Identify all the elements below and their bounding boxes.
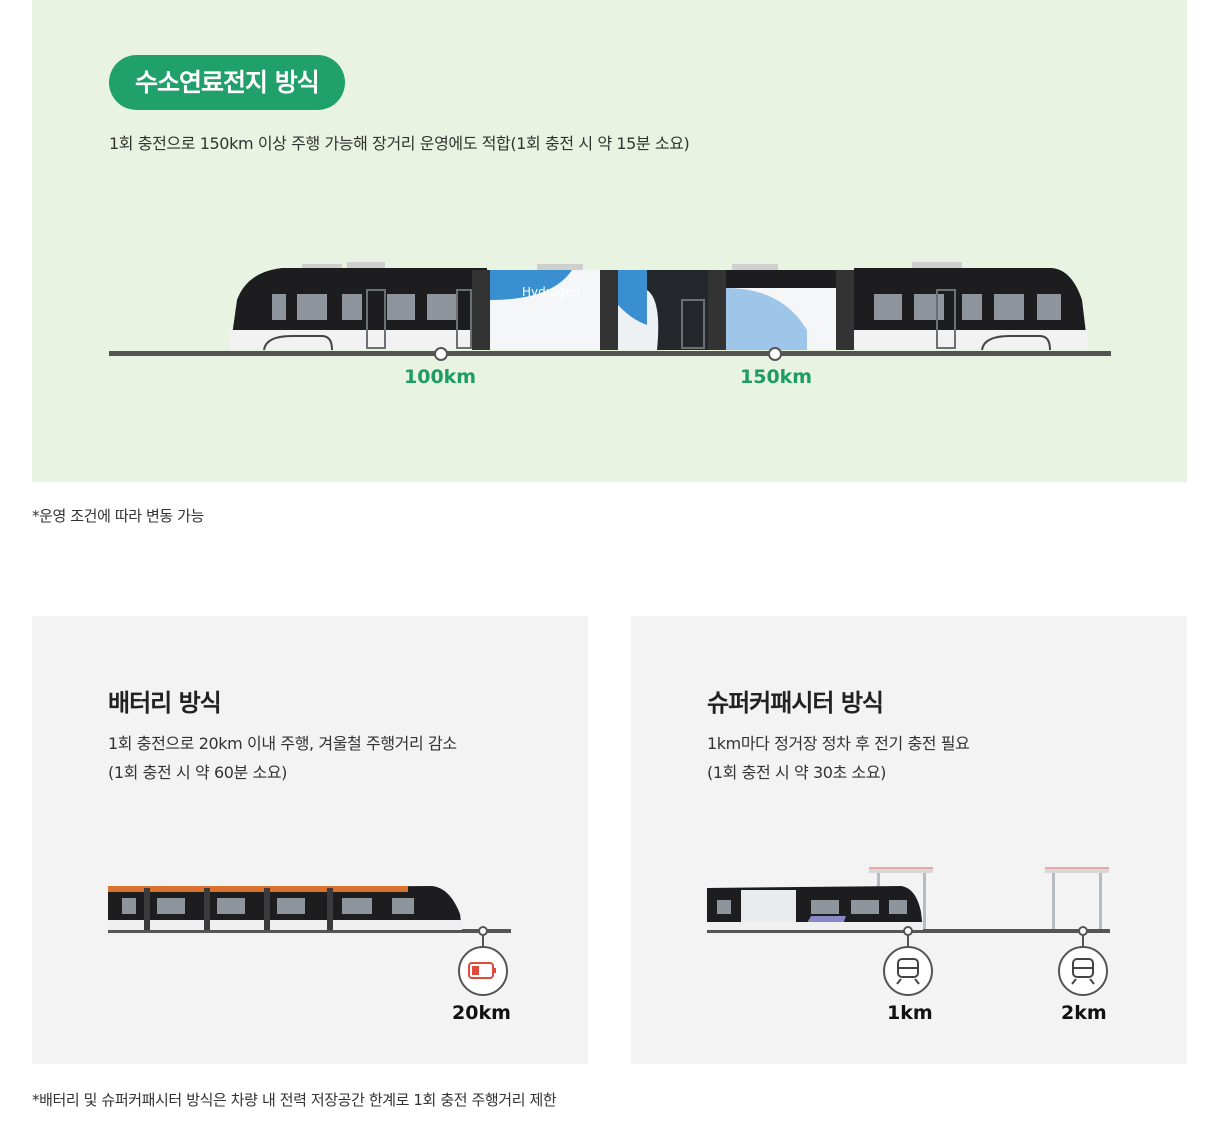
- battery-panel: 배터리 방식 1회 충전으로 20km 이내 주행, 겨울철 주행거리 감소 (…: [32, 616, 588, 1064]
- charging-station-2: [1045, 867, 1109, 929]
- supercap-title: 슈퍼커패시터 방식: [707, 689, 884, 717]
- marker-label-100km: 100km: [404, 366, 477, 388]
- hydrogen-description: 1회 충전으로 150km 이상 주행 가능해 장거리 운영에도 적합(1회 충…: [109, 134, 690, 153]
- supercapacitor-panel: 슈퍼커패시터 방식 1km마다 정거장 정차 후 전기 충전 필요 (1회 충전…: [631, 616, 1187, 1064]
- marker-dot-20km: [478, 926, 488, 936]
- supercap-tram: [707, 886, 923, 930]
- marker-label-1km: 1km: [887, 1002, 933, 1024]
- marker-dot-2km: [1078, 926, 1088, 936]
- supercap-description: 1km마다 정거장 정차 후 전기 충전 필요 (1회 충전 시 약 30초 소…: [707, 729, 970, 787]
- train-icon: [1058, 946, 1108, 996]
- supercap-desc-line2: (1회 충전 시 약 30초 소요): [707, 763, 887, 782]
- marker-label-20km: 20km: [452, 1002, 511, 1024]
- marker-dot-1km: [903, 926, 913, 936]
- supercap-tram-illustration: [707, 867, 1110, 996]
- marker-dot-150km: [768, 347, 782, 361]
- battery-tram: [108, 886, 462, 930]
- note-operating-conditions: *운영 조건에 따라 변동 가능: [32, 507, 204, 525]
- track-line: [108, 929, 511, 933]
- battery-title: 배터리 방식: [108, 689, 222, 717]
- battery-description: 1회 충전으로 20km 이내 주행, 겨울철 주행거리 감소 (1회 충전 시…: [108, 729, 457, 787]
- note-storage-limit: *배터리 및 슈퍼커패시터 방식은 차량 내 전력 저장공간 한계로 1회 충전…: [32, 1091, 557, 1109]
- battery-desc-line1: 1회 충전으로 20km 이내 주행, 겨울철 주행거리 감소: [108, 734, 457, 753]
- hydrogen-badge: 수소연료전지 방식: [109, 55, 345, 110]
- marker-dot-100km: [434, 347, 448, 361]
- hydrogen-panel: 수소연료전지 방식 1회 충전으로 150km 이상 주행 가능해 장거리 운영…: [32, 0, 1187, 482]
- battery-low-icon: [458, 946, 508, 996]
- hydrogen-tram: Hydrogen: [230, 268, 1088, 351]
- marker-label-2km: 2km: [1061, 1002, 1107, 1024]
- battery-desc-line2: (1회 충전 시 약 60분 소요): [108, 763, 288, 782]
- track-line: [109, 351, 1111, 356]
- marker-label-150km: 150km: [740, 366, 813, 388]
- battery-tram-illustration: [108, 886, 511, 996]
- supercap-desc-line1: 1km마다 정거장 정차 후 전기 충전 필요: [707, 734, 970, 753]
- hydrogen-tram-illustration: Hydrogen: [109, 262, 1111, 361]
- hydrogen-logo: Hydrogen: [522, 285, 580, 299]
- train-icon: [883, 946, 933, 996]
